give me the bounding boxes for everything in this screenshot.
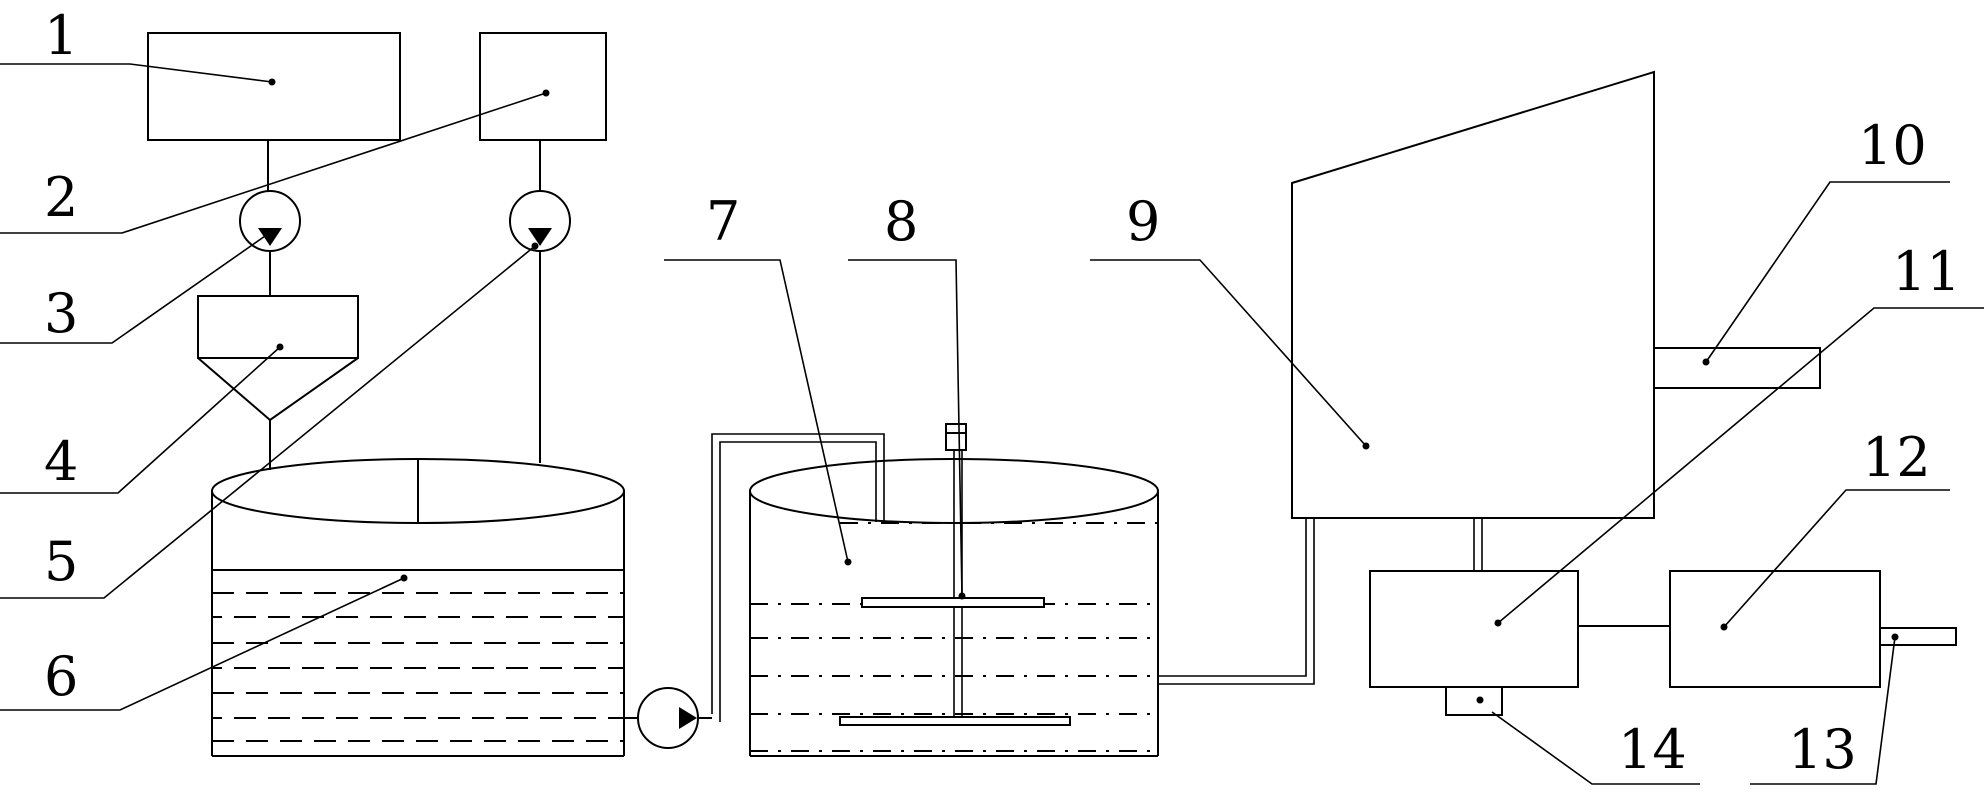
label-11: 11 — [1892, 240, 1961, 303]
pump-3 — [239, 190, 301, 252]
leader-lines — [0, 63, 1984, 785]
unit-11-box — [1369, 570, 1579, 688]
pipe-to-tank-7 — [711, 433, 885, 722]
unit-12-box — [1669, 570, 1881, 688]
label-1: 1 — [44, 4, 78, 67]
label-10: 10 — [1858, 114, 1927, 177]
unit-14-box — [1445, 686, 1503, 716]
label-8: 8 — [884, 190, 918, 253]
outlet-13 — [1879, 627, 1957, 646]
unit-1-box — [147, 32, 401, 141]
label-5: 5 — [44, 530, 78, 593]
label-6: 6 — [44, 645, 78, 708]
label-7: 7 — [706, 190, 740, 253]
label-14: 14 — [1618, 718, 1687, 781]
transfer-pump — [624, 687, 712, 749]
label-9: 9 — [1126, 190, 1160, 253]
label-4: 4 — [44, 430, 78, 493]
label-3: 3 — [44, 282, 78, 345]
tank-6 — [211, 458, 625, 757]
marker-dots — [264, 78, 1899, 704]
pump-5 — [509, 190, 571, 252]
label-2: 2 — [44, 166, 78, 229]
label-13: 13 — [1788, 718, 1857, 781]
hopper-4 — [197, 295, 359, 470]
unit-2-box — [479, 32, 607, 141]
vessel-9 — [1291, 70, 1655, 519]
pipe-tank-7-to-vessel-9 — [1158, 518, 1315, 685]
pipe-vessel-9-to-unit-11 — [1473, 518, 1483, 571]
agitator-8 — [839, 423, 1071, 726]
outlet-10 — [1653, 347, 1821, 389]
label-12: 12 — [1862, 426, 1931, 489]
